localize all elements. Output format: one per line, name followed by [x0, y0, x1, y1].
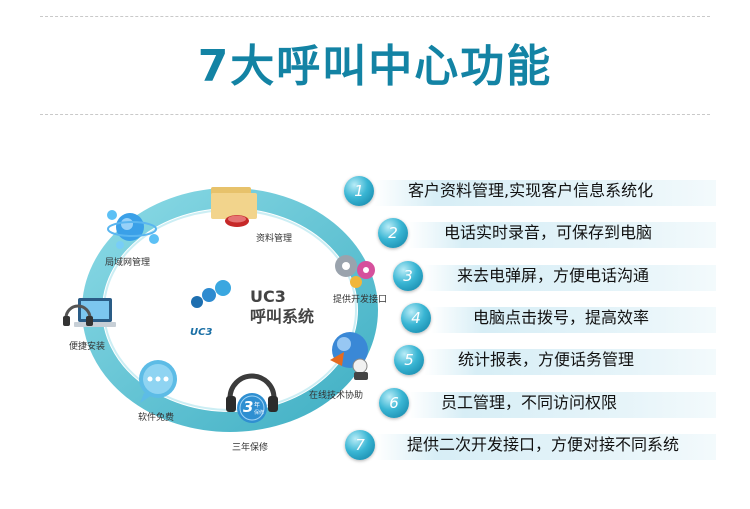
node-label-lan: 局域网管理 [105, 258, 151, 268]
feature-number: 6 [379, 388, 409, 418]
feature-bar [375, 434, 716, 460]
feature-number: 2 [378, 218, 408, 248]
feature-item: 4 电脑点击拨号，提高效率 [401, 303, 716, 333]
node-label-free: 软件免费 [138, 413, 175, 423]
feature-number: 5 [394, 345, 424, 375]
page-title: 7大呼叫中心功能 [197, 41, 553, 92]
node-label-support: 在线技术协助 [309, 391, 364, 401]
feature-bar [423, 265, 716, 291]
feature-item: 2 电话实时录音，可保存到电脑 [378, 218, 716, 248]
feature-text: 客户资料管理,实现客户信息系统化 [408, 181, 654, 200]
feature-text: 统计报表，方便话务管理 [458, 350, 635, 369]
feature-text: 来去电弹屏，方便电话沟通 [457, 266, 650, 285]
headset-warranty-icon [226, 373, 278, 423]
badge-unit: 年 [254, 402, 261, 409]
laptop-headset-icon [63, 298, 116, 327]
feature-text: 电脑点击拨号，提高效率 [473, 308, 650, 327]
feature-bar [431, 307, 716, 333]
node-label-data: 资料管理 [256, 234, 293, 244]
node-label-warranty: 三年保修 [232, 443, 269, 453]
feature-number: 4 [401, 303, 431, 333]
feature-bar [409, 392, 716, 418]
feature-item: 1 客户资料管理,实现客户信息系统化 [344, 176, 716, 206]
uc3-logo-icon [191, 280, 231, 308]
feature-item: 3 来去电弹屏，方便电话沟通 [393, 261, 716, 291]
uc3-brand-bottom: 呼叫系统 [250, 307, 315, 326]
feature-bar [424, 349, 716, 375]
feature-item: 5 统计报表，方便话务管理 [394, 345, 716, 375]
feature-number: 7 [345, 430, 375, 460]
feature-text: 提供二次开发接口，方便对接不同系统 [407, 435, 680, 454]
chat-bubble-icon [139, 360, 177, 403]
uc3-logo-caption: UC3 [190, 327, 213, 338]
feature-bar [408, 222, 716, 248]
feature-text: 员工管理，不同访问权限 [441, 393, 618, 412]
feature-item: 6 员工管理，不同访问权限 [379, 388, 716, 418]
title-divider [40, 114, 710, 115]
globe-network-icon [107, 210, 159, 249]
node-label-api: 提供开发接口 [333, 295, 388, 305]
badge-sub: 保修 [254, 410, 265, 416]
support-globe-icon [330, 332, 368, 380]
top-divider [40, 16, 710, 17]
badge-number: 3 [243, 398, 254, 416]
gears-icon [335, 255, 375, 288]
folder-mouse-icon [211, 187, 257, 227]
feature-item: 7 提供二次开发接口，方便对接不同系统 [345, 430, 716, 460]
feature-number: 3 [393, 261, 423, 291]
feature-text: 电话实时录音，可保存到电脑 [444, 223, 653, 242]
feature-bar [374, 180, 716, 206]
uc3-brand-top: UC3 [250, 287, 286, 306]
feature-number: 1 [344, 176, 374, 206]
node-label-install: 便捷安装 [69, 342, 106, 352]
